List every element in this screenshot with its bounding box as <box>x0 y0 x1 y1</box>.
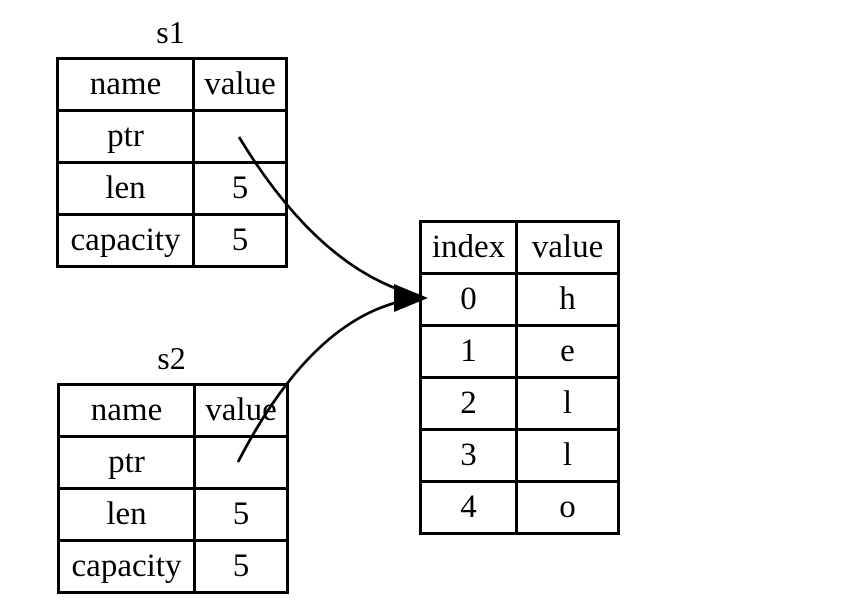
s2-header-name: name <box>57 383 196 438</box>
table-row: len 5 <box>56 161 288 216</box>
s1-ptr-value <box>192 109 288 164</box>
s1-header-name: name <box>56 57 195 112</box>
heap-index-2: 2 <box>419 376 518 431</box>
s1-len-label: len <box>56 161 195 216</box>
s2-header-value: value <box>193 383 289 438</box>
s2-capacity-value: 5 <box>193 539 289 594</box>
heap-value-4: o <box>515 480 620 535</box>
table-header-row: name value <box>56 57 288 112</box>
s1-capacity-value: 5 <box>192 213 288 268</box>
s2-table: name value ptr len 5 capacity 5 <box>57 383 289 594</box>
heap-index-4: 4 <box>419 480 518 535</box>
table-row: 1 e <box>419 324 620 379</box>
s1-title: s1 <box>156 14 185 50</box>
table-row: 4 o <box>419 480 620 535</box>
table-row: capacity 5 <box>57 539 289 594</box>
table-row: 0 h <box>419 272 620 327</box>
heap-value-2: l <box>515 376 620 431</box>
table-row: ptr <box>57 435 289 490</box>
heap-index-0: 0 <box>419 272 518 327</box>
table-header-row: index value <box>419 220 620 275</box>
table-header-row: name value <box>57 383 289 438</box>
table-row: 2 l <box>419 376 620 431</box>
s2-len-value: 5 <box>193 487 289 542</box>
s2-ptr-value <box>193 435 289 490</box>
heap-index-3: 3 <box>419 428 518 483</box>
s2-title: s2 <box>157 340 186 376</box>
heap-header-value: value <box>515 220 620 275</box>
s1-len-value: 5 <box>192 161 288 216</box>
table-row: capacity 5 <box>56 213 288 268</box>
s2-len-label: len <box>57 487 196 542</box>
heap-table: index value 0 h 1 e 2 l 3 l 4 o <box>419 220 620 535</box>
table-row: 3 l <box>419 428 620 483</box>
heap-header-index: index <box>419 220 518 275</box>
heap-value-1: e <box>515 324 620 379</box>
s1-table: name value ptr len 5 capacity 5 <box>56 57 288 268</box>
heap-index-1: 1 <box>419 324 518 379</box>
s2-capacity-label: capacity <box>57 539 196 594</box>
s1-capacity-label: capacity <box>56 213 195 268</box>
table-row: len 5 <box>57 487 289 542</box>
heap-value-3: l <box>515 428 620 483</box>
table-row: ptr <box>56 109 288 164</box>
s1-ptr-label: ptr <box>56 109 195 164</box>
s1-header-value: value <box>192 57 288 112</box>
heap-value-0: h <box>515 272 620 327</box>
s2-ptr-label: ptr <box>57 435 196 490</box>
